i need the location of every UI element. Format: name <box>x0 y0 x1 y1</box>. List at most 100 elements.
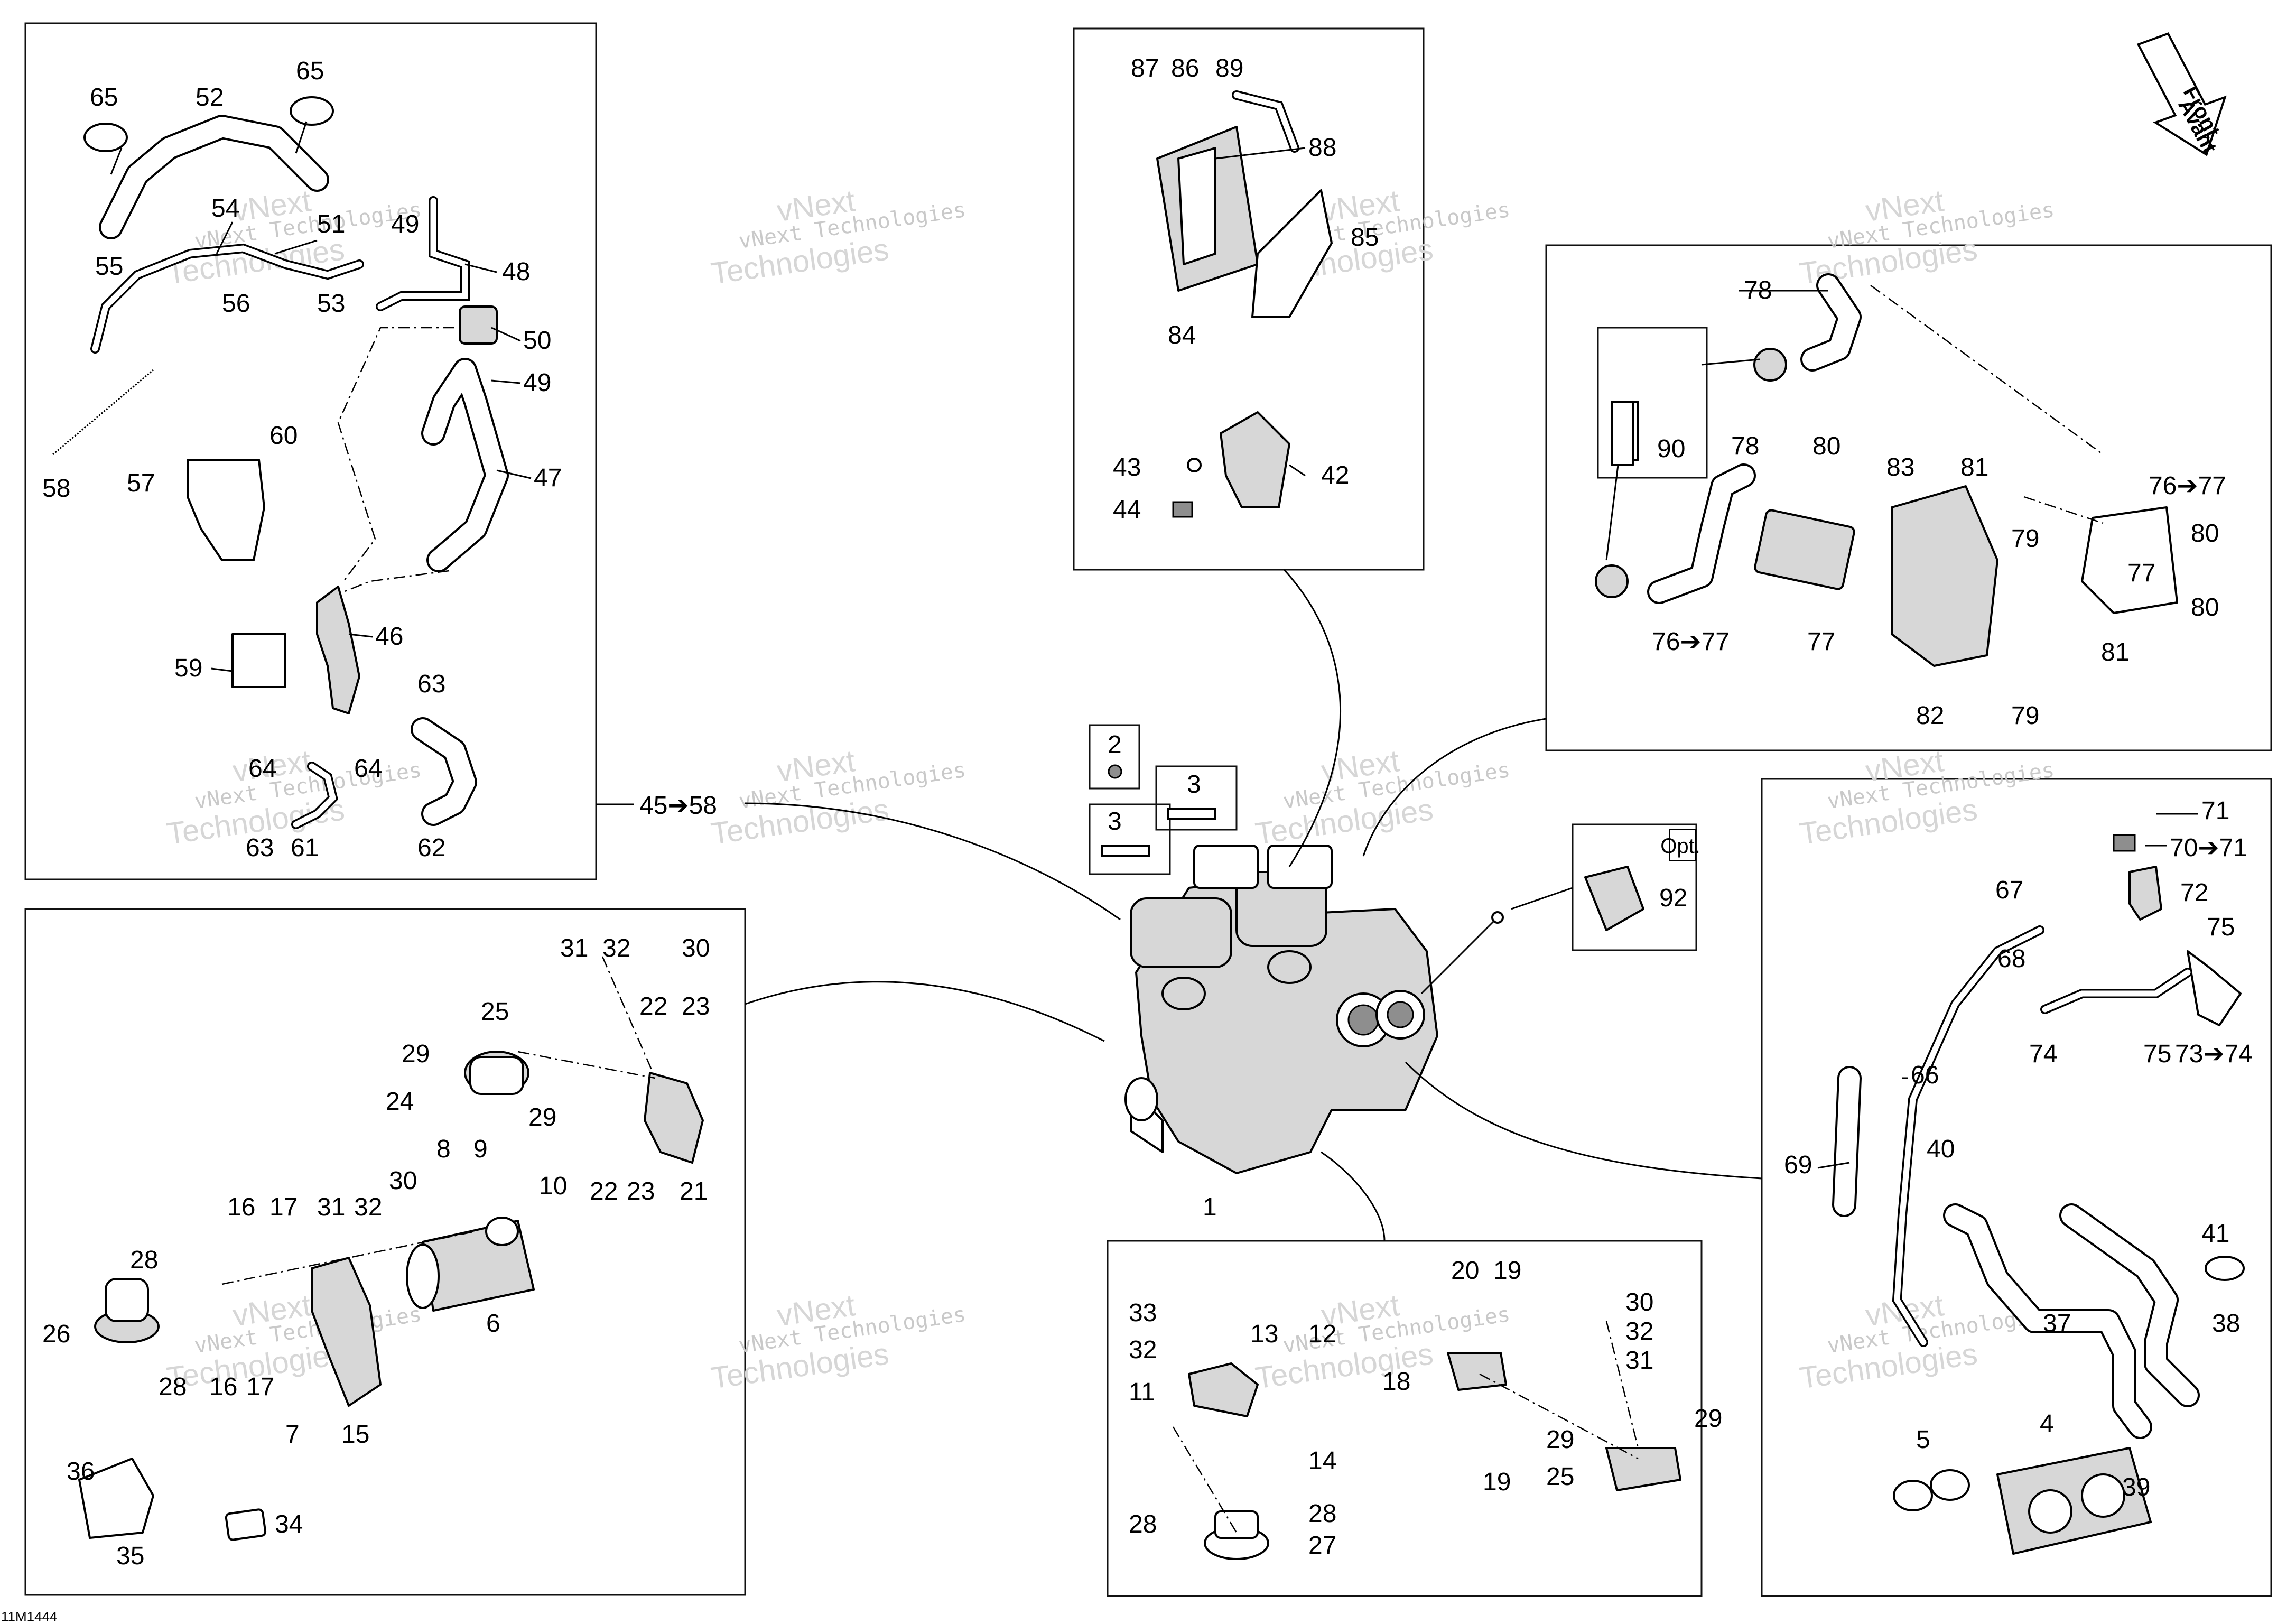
panel-3a <box>1155 765 1238 831</box>
callout-90: 90 <box>1657 435 1685 463</box>
callout-40: 40 <box>1927 1135 1955 1163</box>
callout-30: 30 <box>1625 1288 1653 1316</box>
callout-14: 14 <box>1308 1447 1336 1475</box>
callout-74: 74 <box>2029 1040 2057 1068</box>
callout-23: 23 <box>682 992 710 1020</box>
panel-ecm <box>1073 27 1425 571</box>
callout-12: 12 <box>1308 1320 1336 1348</box>
callout-79: 79 <box>2011 525 2039 553</box>
callout-28: 28 <box>130 1246 158 1274</box>
callout-42: 42 <box>1321 461 1349 489</box>
callout-20: 20 <box>1451 1257 1479 1285</box>
callout-29: 29 <box>1694 1405 1722 1433</box>
callout-9: 9 <box>473 1135 488 1163</box>
callout-6: 6 <box>486 1310 500 1338</box>
callout-17: 17 <box>246 1373 274 1401</box>
callout-31: 31 <box>1625 1347 1653 1375</box>
callout-67: 67 <box>1995 876 2023 904</box>
callout-31: 31 <box>560 934 588 962</box>
drawing-code: 11M1444 <box>1 1609 58 1624</box>
callout-15: 15 <box>341 1421 369 1449</box>
callout-64: 64 <box>248 755 276 783</box>
callout-88: 88 <box>1308 134 1336 162</box>
callout-61: 61 <box>291 834 319 862</box>
callout-80: 80 <box>2191 519 2219 547</box>
callout-32: 32 <box>602 934 630 962</box>
callout-83: 83 <box>1886 453 1914 481</box>
panel-3b <box>1089 803 1171 875</box>
callout-22: 22 <box>639 992 667 1020</box>
panel-option-92 <box>1572 823 1697 951</box>
callout-56: 56 <box>222 290 250 318</box>
callout-41: 41 <box>2201 1220 2229 1248</box>
callout-2: 2 <box>1108 731 1122 759</box>
callout-75: 75 <box>2207 913 2235 941</box>
callout-32: 32 <box>1625 1317 1653 1345</box>
panel-starter-mounts <box>24 908 746 1596</box>
callout-76-77: 76➔77 <box>2149 472 2226 500</box>
option-tag: Opt. <box>1660 834 1700 858</box>
front-arrow-icon <box>2136 32 2227 156</box>
callout-13: 13 <box>1250 1320 1278 1348</box>
callout-3: 3 <box>1108 808 1122 836</box>
callout-7: 7 <box>285 1421 300 1449</box>
callout-55: 55 <box>95 253 123 281</box>
callout-19: 19 <box>1483 1468 1511 1496</box>
callout-29: 29 <box>402 1040 430 1068</box>
callout-84: 84 <box>1168 321 1196 349</box>
callout-75: 75 <box>2143 1040 2171 1068</box>
panel-engine-supports <box>1107 1240 1703 1597</box>
callout-43: 43 <box>1113 453 1141 481</box>
callout-45-58: 45➔58 <box>639 792 717 820</box>
panel-2 <box>1089 724 1140 790</box>
callout-22: 22 <box>590 1177 618 1205</box>
callout-54: 54 <box>211 194 239 222</box>
callout-21: 21 <box>680 1177 708 1205</box>
callout-79: 79 <box>2011 702 2039 730</box>
panel-throttle <box>1761 778 2272 1597</box>
callout-32: 32 <box>354 1193 382 1221</box>
callout-28: 28 <box>159 1373 187 1401</box>
callout-49: 49 <box>391 210 419 238</box>
callout-65: 65 <box>90 83 118 112</box>
starter-motor <box>406 1217 535 1312</box>
callout-69: 69 <box>1784 1151 1812 1179</box>
callout-18: 18 <box>1382 1368 1410 1396</box>
callout-36: 36 <box>67 1458 95 1486</box>
callout-85: 85 <box>1351 224 1379 252</box>
callout-35: 35 <box>116 1542 144 1570</box>
callout-78: 78 <box>1731 432 1759 460</box>
callout-89: 89 <box>1215 54 1243 82</box>
callout-25: 25 <box>1546 1463 1574 1491</box>
callout-82: 82 <box>1916 702 1944 730</box>
callout-49: 49 <box>523 369 551 397</box>
callout-11: 11 <box>1129 1378 1155 1406</box>
panel-cooling-hoses <box>24 22 597 880</box>
callout-10: 10 <box>539 1172 567 1200</box>
callout-3: 3 <box>1187 771 1201 799</box>
callout-4: 4 <box>2040 1410 2054 1438</box>
callout-23: 23 <box>627 1177 655 1205</box>
callout-39: 39 <box>2122 1473 2150 1501</box>
callout-8: 8 <box>436 1135 451 1163</box>
callout-51: 51 <box>317 210 345 238</box>
callout-27: 27 <box>1308 1532 1336 1560</box>
callout-24: 24 <box>386 1088 414 1116</box>
callout-32: 32 <box>1129 1336 1157 1364</box>
callout-16: 16 <box>209 1373 237 1401</box>
callout-71: 71 <box>2201 797 2229 825</box>
callout-29: 29 <box>1546 1426 1574 1454</box>
callout-44: 44 <box>1113 496 1141 524</box>
callout-25: 25 <box>481 998 509 1026</box>
callout-5: 5 <box>1916 1426 1930 1454</box>
panel-ignition <box>1545 244 2272 751</box>
callout-33: 33 <box>1129 1299 1157 1327</box>
callout-29: 29 <box>528 1103 556 1131</box>
callout-80: 80 <box>2191 593 2219 621</box>
callout-46: 46 <box>375 623 403 651</box>
callout-50: 50 <box>523 327 551 355</box>
callout-34: 34 <box>275 1510 303 1538</box>
callout-68: 68 <box>1997 945 2025 973</box>
engine-assembly <box>1124 845 1504 1174</box>
